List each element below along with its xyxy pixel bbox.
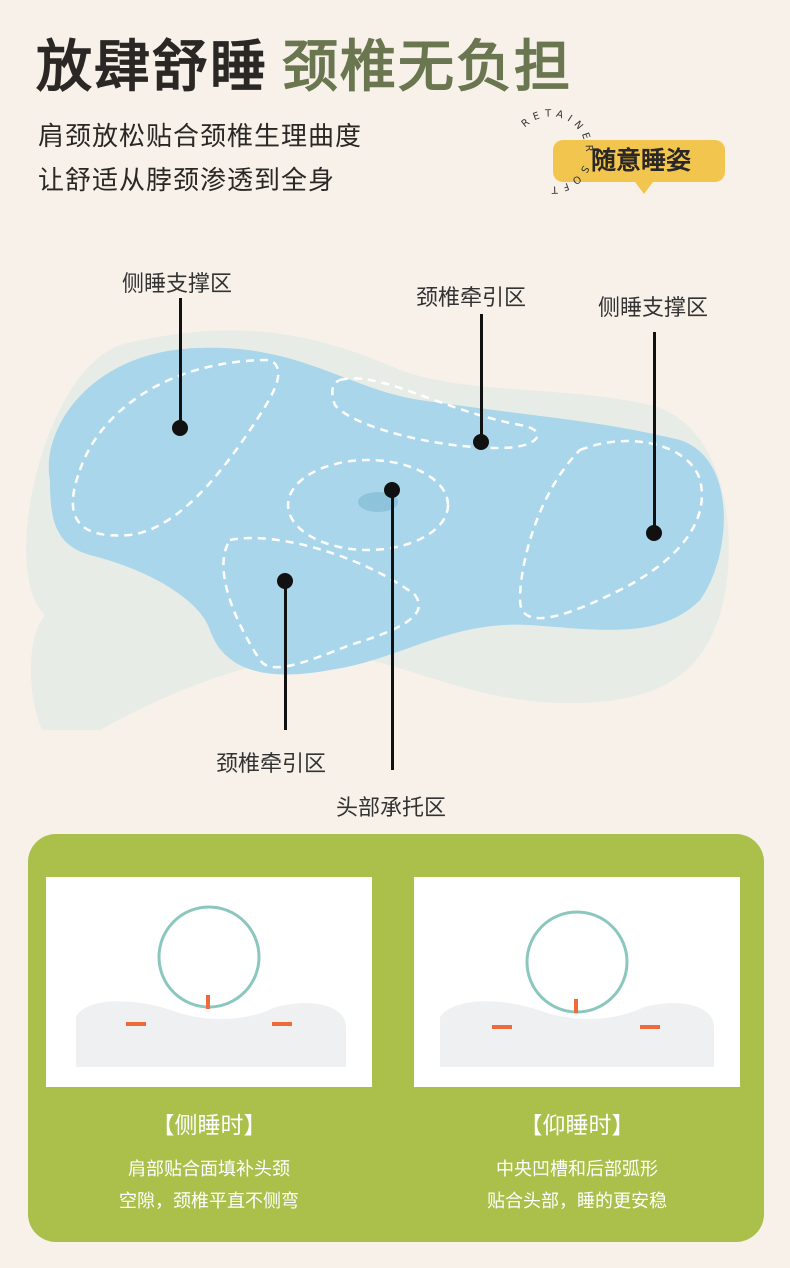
back-sleep-illustration xyxy=(414,877,740,1087)
marker-dot xyxy=(646,525,662,541)
back-sleep-desc-1: 中央凹槽和后部弧形 xyxy=(496,1159,658,1180)
ring-text: RETAINER SOFT xyxy=(520,108,589,194)
leader-line xyxy=(391,490,394,770)
pillow-illustration xyxy=(26,330,729,730)
page-title: 放肆舒睡颈椎无负担 xyxy=(36,35,572,100)
leader-line xyxy=(480,314,483,442)
leader-line xyxy=(284,580,287,730)
label-side-support-left: 侧睡支撑区 xyxy=(122,272,233,297)
subtitle-line-2: 让舒适从脖颈渗透到全身 xyxy=(38,166,336,196)
marker-dot xyxy=(473,434,489,450)
leader-line xyxy=(179,298,182,428)
side-sleep-desc-1: 肩部贴合面填补头颈 xyxy=(128,1159,290,1180)
sleep-position-badge: 随意睡姿 xyxy=(553,140,725,194)
side-sleep-desc-2: 空隙，颈椎平直不侧弯 xyxy=(119,1191,299,1212)
label-side-support-right: 侧睡支撑区 xyxy=(598,296,709,321)
label-head-support: 头部承托区 xyxy=(336,796,447,821)
side-sleep-title: 【侧睡时】 xyxy=(151,1113,267,1139)
leader-line xyxy=(653,332,656,532)
ring-text-logo: RETAINER SOFT xyxy=(520,108,594,194)
svg-text:RETAINER SOFT: RETAINER SOFT xyxy=(520,108,594,194)
subtitle-line-1: 肩颈放松贴合颈椎生理曲度 xyxy=(38,122,363,152)
marker-dot xyxy=(172,420,188,436)
back-sleep-title: 【仰睡时】 xyxy=(519,1113,635,1139)
label-neck-traction-bottom: 颈椎牵引区 xyxy=(216,752,327,777)
side-sleep-illustration xyxy=(46,877,372,1087)
back-sleep-desc-2: 贴合头部，睡的更安稳 xyxy=(487,1191,667,1212)
label-neck-traction-top: 颈椎牵引区 xyxy=(416,286,527,311)
